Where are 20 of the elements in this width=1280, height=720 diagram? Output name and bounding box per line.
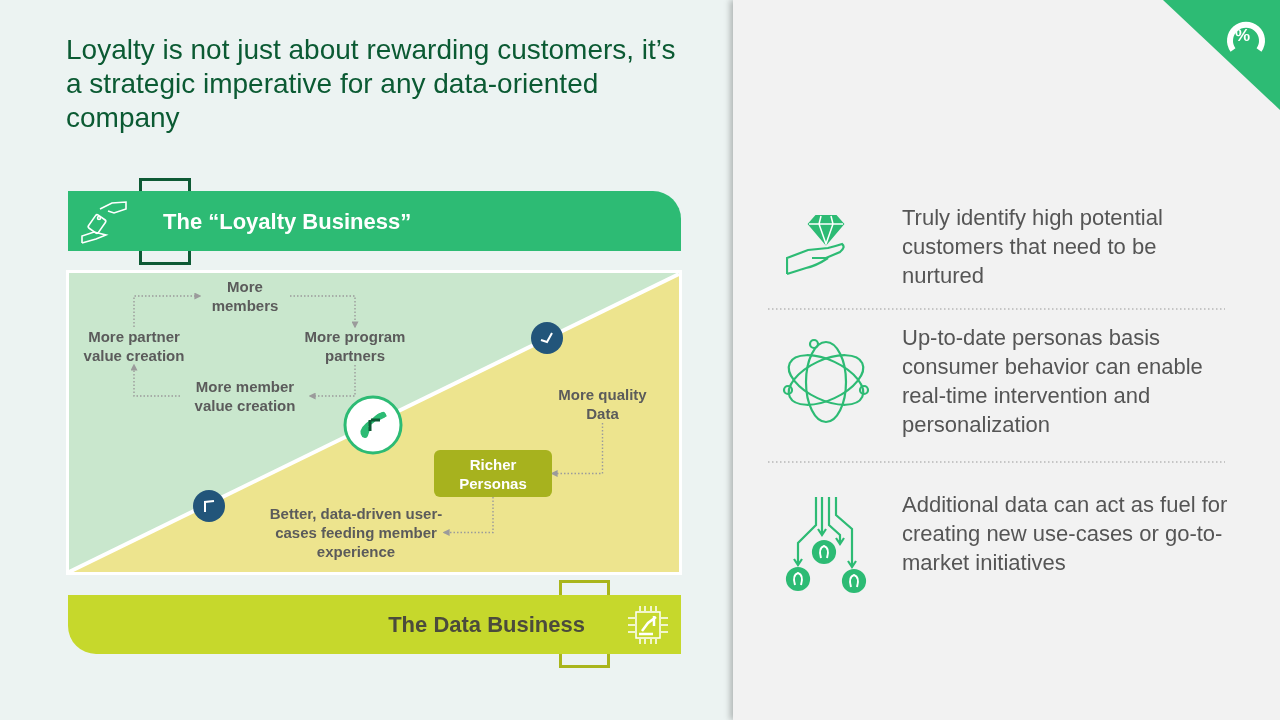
dotted-arrow bbox=[133, 292, 202, 328]
dotted-arrow bbox=[130, 363, 181, 397]
benefit-text: Truly identify high potential customers that need to be nurtured bbox=[902, 204, 1164, 290]
section-banner: The “Loyalty Business” bbox=[68, 191, 681, 251]
process-box: Richer Personas bbox=[434, 450, 552, 497]
step-label: More program partners bbox=[295, 327, 415, 365]
slide-title: Loyalty is not just about rewarding customers, it’s a strategic imperative for any data-oriented company bbox=[66, 33, 677, 135]
step-label: More partner value creation bbox=[74, 327, 194, 365]
dotted-arrow bbox=[308, 364, 356, 400]
dotted-arrow bbox=[289, 295, 359, 329]
benefit-text: Additional data can act as fuel for creating new use-cases or go-to-market initiatives bbox=[902, 491, 1229, 577]
dotted-arrow bbox=[442, 496, 494, 536]
percent-sign: % bbox=[1235, 25, 1251, 47]
dotted-arrow bbox=[550, 422, 604, 477]
step-label: More members bbox=[200, 277, 290, 315]
benefit-text: Up-to-date personas basis consumer behavior can enable real-time intervention and personalization bbox=[902, 324, 1204, 439]
step-label: More member value creation bbox=[180, 377, 310, 415]
step-label: More quality Data bbox=[545, 385, 660, 423]
section-banner: The Data Business bbox=[68, 595, 681, 654]
step-label: Better, data-driven user-cases feeding member experience bbox=[268, 504, 444, 561]
